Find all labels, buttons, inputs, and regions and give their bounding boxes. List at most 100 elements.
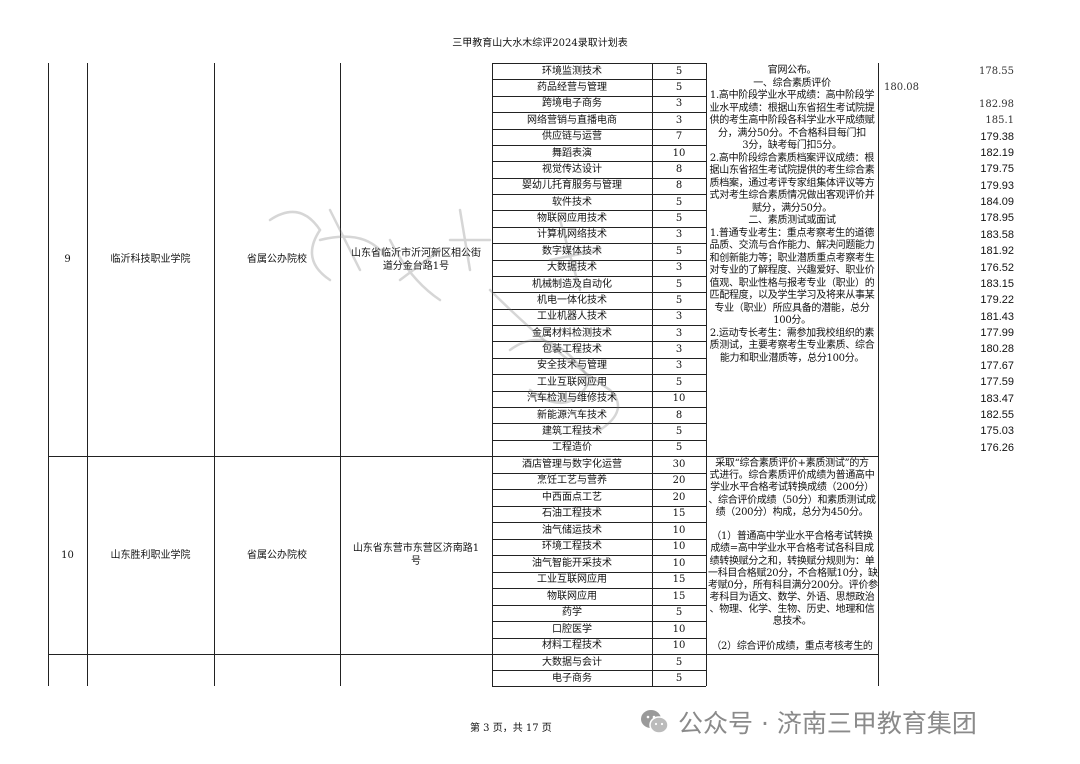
method-line: 1.高中阶段学业水平成绩：高中阶段学 (709, 90, 875, 101)
min-score: 182.98 (979, 98, 1014, 110)
major-name: 烹饪工艺与营养 (537, 475, 607, 487)
row-divider (492, 161, 706, 163)
wechat-icon (641, 710, 669, 734)
major-name: 安全技术与管理 (537, 360, 607, 372)
row-divider (492, 670, 706, 671)
major-name: 机电一体化技术 (537, 294, 607, 306)
major-quota: 5 (675, 294, 683, 306)
major-quota: 7 (675, 131, 683, 143)
major-quota: 5 (675, 442, 683, 454)
major-quota: 10 (672, 147, 686, 159)
wechat-watermark: 公众号 · 济南三甲教育集团 (640, 704, 977, 740)
major-name: 药学 (562, 607, 582, 619)
method-line: 品质、交流与合作能力、解决问题能力 (709, 240, 875, 251)
min-score: 176.52 (980, 261, 1014, 274)
row-divider (492, 390, 706, 392)
min-score: 178.55 (979, 66, 1014, 77)
major-name: 视觉传达设计 (542, 163, 602, 175)
major-quota: 5 (675, 607, 683, 619)
row-divider (492, 505, 706, 507)
min-score: 177.67 (980, 359, 1014, 372)
method-line: 1.普通专业考生：重点考察考生的道德 (709, 227, 875, 239)
method-line: 绩转换赋分之和，转换赋分规则为：单 (709, 555, 875, 567)
method-line: 专业（职业）所应具备的潜能，总分 (714, 302, 870, 314)
major-name: 材料工程技术 (542, 640, 602, 652)
row-school: 临沂科技职业学院 (110, 254, 191, 265)
method-line: 匹配程度，以及学生学习及将来从事某 (709, 290, 875, 301)
row-divider (492, 308, 706, 310)
major-quota: 5 (675, 278, 683, 290)
column-divider (48, 63, 49, 686)
major-name: 电子商务 (552, 672, 592, 684)
row-divider (492, 259, 706, 261)
major-name: 工程造价 (552, 442, 592, 454)
major-quota: 10 (672, 557, 686, 569)
major-name: 舞蹈表演 (552, 147, 592, 159)
row-divider (492, 555, 706, 556)
method-line: 绩（200分）构成，总分为450分。 (715, 506, 869, 518)
column-divider (878, 63, 879, 686)
method-line: 对专业的了解程度、兴趣爱好、职业价 (709, 265, 875, 276)
major-quota: 5 (675, 376, 683, 388)
row-divider (492, 604, 706, 606)
major-name: 酒店管理与数字化运营 (522, 458, 622, 470)
column-divider (340, 63, 341, 686)
method-line: 赋分，满分50分。 (751, 202, 833, 214)
method-line: 分，满分50分。不合格科目每门扣 (718, 127, 866, 139)
wechat-label: 公众号 · 济南三甲教育集团 (678, 709, 977, 738)
column-divider (87, 63, 88, 686)
major-quota: 3 (675, 344, 683, 356)
major-name: 数字媒体技术 (542, 245, 602, 257)
row-divider (492, 571, 706, 573)
row-divider (492, 472, 706, 474)
major-quota: 3 (675, 327, 683, 339)
major-name: 供应链与运营 (542, 131, 602, 143)
method-line: 业水平成绩：根据山东省招生考试院提 (709, 102, 875, 114)
method-line: 学业水平合格考试转换成绩（200分） (710, 482, 874, 494)
method-line: 3分，缺考每门扣5分。 (742, 140, 842, 151)
method-line: 一、综合素质评价 (753, 77, 831, 89)
major-quota: 5 (675, 82, 683, 94)
method-line: 采取“综合素质评价+素质测试”的方 (715, 458, 869, 469)
row-divider (492, 112, 706, 114)
major-quota: 10 (672, 640, 686, 652)
major-quota: 5 (675, 245, 683, 257)
method-line: 质测试，主要考察考生专业素质、综合 (709, 340, 875, 351)
major-quota: 5 (675, 65, 683, 77)
row-divider (492, 325, 706, 326)
method-line: 一科目合格赋20分，不合格赋10分，缺 (708, 567, 878, 579)
row-divider (492, 489, 706, 490)
major-name: 石油工程技术 (542, 508, 602, 520)
min-score: 183.15 (980, 277, 1014, 290)
row-address: 山东省东营市东营区济南路1号 (352, 543, 480, 567)
major-quota: 8 (675, 409, 683, 421)
row-divider (492, 275, 706, 277)
major-name: 物联网应用 (547, 590, 597, 602)
major-name: 工业互联网应用 (537, 574, 607, 586)
min-score: 179.22 (980, 294, 1014, 307)
major-quota: 20 (672, 491, 686, 503)
method-line: 2.高中阶段综合素质档案评议成绩：根 (709, 152, 875, 164)
admission-method: 采取“综合素质评价+素质测试”的方式进行。综合素质评价成绩为普通高中学业水平合格… (708, 458, 878, 653)
major-name: 包装工程技术 (542, 344, 602, 356)
method-line: 官网公布。 (767, 65, 817, 76)
min-score: 180.08 (884, 82, 919, 94)
page-number: 第 3 页，共 17 页 (470, 723, 552, 734)
min-score: 179.75 (980, 163, 1014, 176)
method-line: 2.运动专长考生：需参加我校组织的素 (709, 327, 875, 339)
major-quota: 3 (675, 98, 683, 110)
major-quota: 15 (672, 574, 686, 586)
row-divider (492, 194, 706, 195)
row-divider (492, 439, 706, 441)
min-score: 182.55 (980, 408, 1014, 421)
row-divider (492, 686, 706, 687)
row-type: 省属公办院校 (247, 254, 307, 265)
major-name: 环境监测技术 (542, 65, 602, 77)
method-line: 、物理、化学、生物、历史、地理和信 (709, 604, 875, 616)
row-divider (492, 374, 706, 376)
min-score: 184.09 (980, 196, 1014, 208)
major-quota: 10 (672, 524, 686, 536)
major-quota: 3 (675, 360, 683, 372)
row-no: 10 (61, 549, 74, 561)
